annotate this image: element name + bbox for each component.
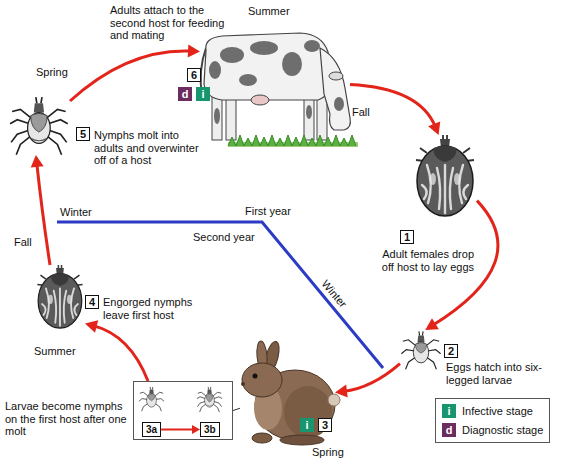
season-label: Winter [60, 206, 92, 219]
connector-arrow [31, 155, 50, 265]
infective-marker: i [196, 87, 210, 101]
stage-description: Engorged nymphs leave first host [103, 296, 199, 321]
cow-host [239, 74, 257, 86]
rabbit-host [241, 382, 245, 386]
cow-host [329, 72, 343, 80]
season-label: Summer [34, 345, 76, 358]
stage-description: Larvae become nymphs on the first host a… [5, 400, 129, 438]
cow-host [201, 33, 358, 147]
callout-number: 5 [76, 127, 90, 141]
callout-number: 6 [187, 68, 201, 82]
year-label: First year [245, 205, 291, 218]
connector-line [70, 51, 192, 101]
stage-group: 4Engorged nymphs leave first host [35, 265, 85, 330]
season-label: Fall [352, 106, 370, 119]
season-label: Summer [248, 5, 290, 18]
stage-description: Adults attach to the second host for fee… [110, 4, 236, 42]
larva-tick [139, 387, 164, 411]
connector-line [343, 364, 400, 392]
infective-marker: i [300, 418, 314, 432]
substage-box: 3b [200, 422, 220, 437]
cow-host [204, 33, 332, 100]
rabbit-host [280, 435, 324, 445]
molt-box: Larvae become nymphs on the first host a… [133, 381, 233, 440]
legend-row: i Infective stage [442, 404, 543, 418]
rabbit-host [252, 433, 272, 443]
arrow-head [425, 318, 439, 330]
cow-host [228, 135, 356, 146]
cow-host [209, 40, 344, 124]
legend-swatch: i [442, 404, 456, 418]
arrow-head [188, 44, 200, 57]
stage-group: 2Eggs hatch into six-legged larvae [400, 330, 442, 372]
callout-number: 3b [204, 423, 216, 436]
larva-tick [401, 331, 440, 369]
connector-arrow [335, 364, 400, 398]
engorged-nymph-tick [37, 265, 82, 328]
adult-female-tick [416, 135, 474, 216]
legend-letter: i [442, 404, 456, 418]
rabbit-host [328, 394, 340, 406]
rabbit-host [241, 340, 340, 445]
cow-host [220, 47, 244, 63]
host-group: 3 [240, 340, 335, 445]
year-label: Second year [193, 231, 255, 244]
legend-text: Diagnostic stage [462, 424, 543, 437]
stage-description: Eggs hatch into six-legged larvae [446, 361, 542, 386]
cow-host [334, 97, 344, 111]
connector-line [37, 163, 50, 265]
arrow-head [85, 320, 98, 333]
legend-row: d Diagnostic stage [442, 423, 543, 437]
season-label: Winter [319, 278, 349, 311]
connector-line [161, 429, 194, 431]
arrow-head [192, 425, 200, 434]
cow-host [304, 40, 320, 52]
connector-line [93, 326, 148, 381]
rabbit-host [253, 374, 258, 379]
connector-arrow [233, 408, 240, 410]
rabbit-host [242, 363, 282, 397]
cow-host [306, 105, 312, 119]
adult-tick [10, 97, 68, 155]
arrow-head [31, 155, 44, 168]
nymph-tick [197, 387, 222, 412]
callout-number: 4 [85, 295, 99, 309]
season-label: Spring [36, 66, 68, 79]
legend-letter: d [442, 423, 456, 437]
connector-arrow [70, 44, 200, 101]
legend-text: Infective stage [462, 405, 533, 418]
callout-number: 1 [400, 230, 414, 244]
substage-box: 3a [142, 422, 161, 437]
cow-host [250, 41, 278, 55]
season-label: Spring [312, 446, 344, 459]
connector-arrow [85, 320, 148, 381]
rabbit-host [284, 386, 332, 438]
cow-host [282, 52, 302, 76]
connector-line [233, 408, 240, 410]
cow-host [251, 95, 269, 105]
arrow-head [428, 121, 440, 135]
arrow-head [335, 385, 348, 398]
callout-number: 3a [146, 423, 157, 436]
cow-host [214, 108, 220, 124]
season-label: Fall [14, 236, 32, 249]
legend-box: i Infective stage d Diagnostic stage [435, 398, 550, 443]
stage-description: Adult females drop off host to lay eggs [370, 248, 474, 273]
diagnostic-marker: d [178, 87, 192, 101]
host-group: 6Adults attach to the second host for fe… [200, 35, 350, 145]
year-divider-line [57, 222, 383, 368]
callout-number: 3 [318, 418, 332, 432]
cow-host [209, 61, 221, 79]
cow-host [320, 48, 350, 130]
callout-number: 2 [444, 344, 458, 358]
connector-arrow [350, 85, 440, 136]
stage-group: 5Nymphs molt into adults and overwinter … [8, 95, 70, 155]
connector-line [350, 85, 436, 128]
legend-swatch: d [442, 423, 456, 437]
stage-group: 1Adult females drop off host to lay eggs [413, 135, 477, 217]
connector-arrow [161, 425, 200, 434]
stage-description: Nymphs molt into adults and overwinter o… [94, 129, 208, 167]
